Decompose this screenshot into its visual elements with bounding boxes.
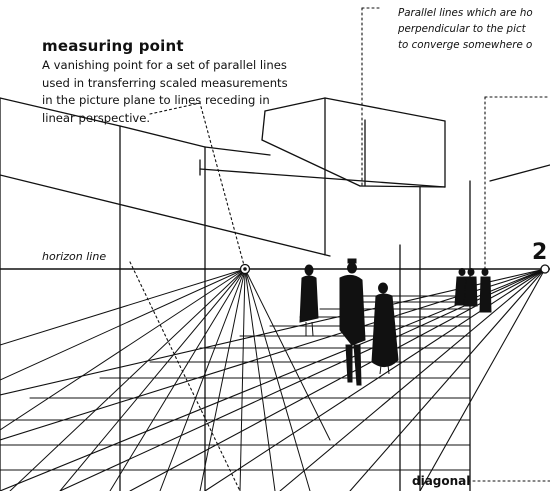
measuring-point-term: measuring point <box>42 37 184 55</box>
parallel-lines-note: Parallel lines which are ho perpendicula… <box>398 5 550 53</box>
note-line-2: perpendicular to the pict <box>398 21 550 37</box>
measuring-lines <box>0 269 330 491</box>
diagonal-label: diagonal <box>412 474 470 488</box>
horizon-line-label: horizon line <box>42 250 106 263</box>
definition-line-3: in the picture plane to lines receding i… <box>42 92 342 110</box>
note-line-3: to converge somewhere o <box>398 37 550 53</box>
definition-line-4: linear perspective. <box>42 110 342 128</box>
vanishing-point-marker <box>541 265 549 273</box>
vanishing-point-number: 2 <box>532 240 547 265</box>
note-line-1: Parallel lines which are ho <box>398 5 550 21</box>
measuring-point-definition: A vanishing point for a set of parallel … <box>42 57 342 127</box>
definition-line-2: used in transferring scaled measurements <box>42 75 342 93</box>
definition-line-1: A vanishing point for a set of parallel … <box>42 57 342 75</box>
